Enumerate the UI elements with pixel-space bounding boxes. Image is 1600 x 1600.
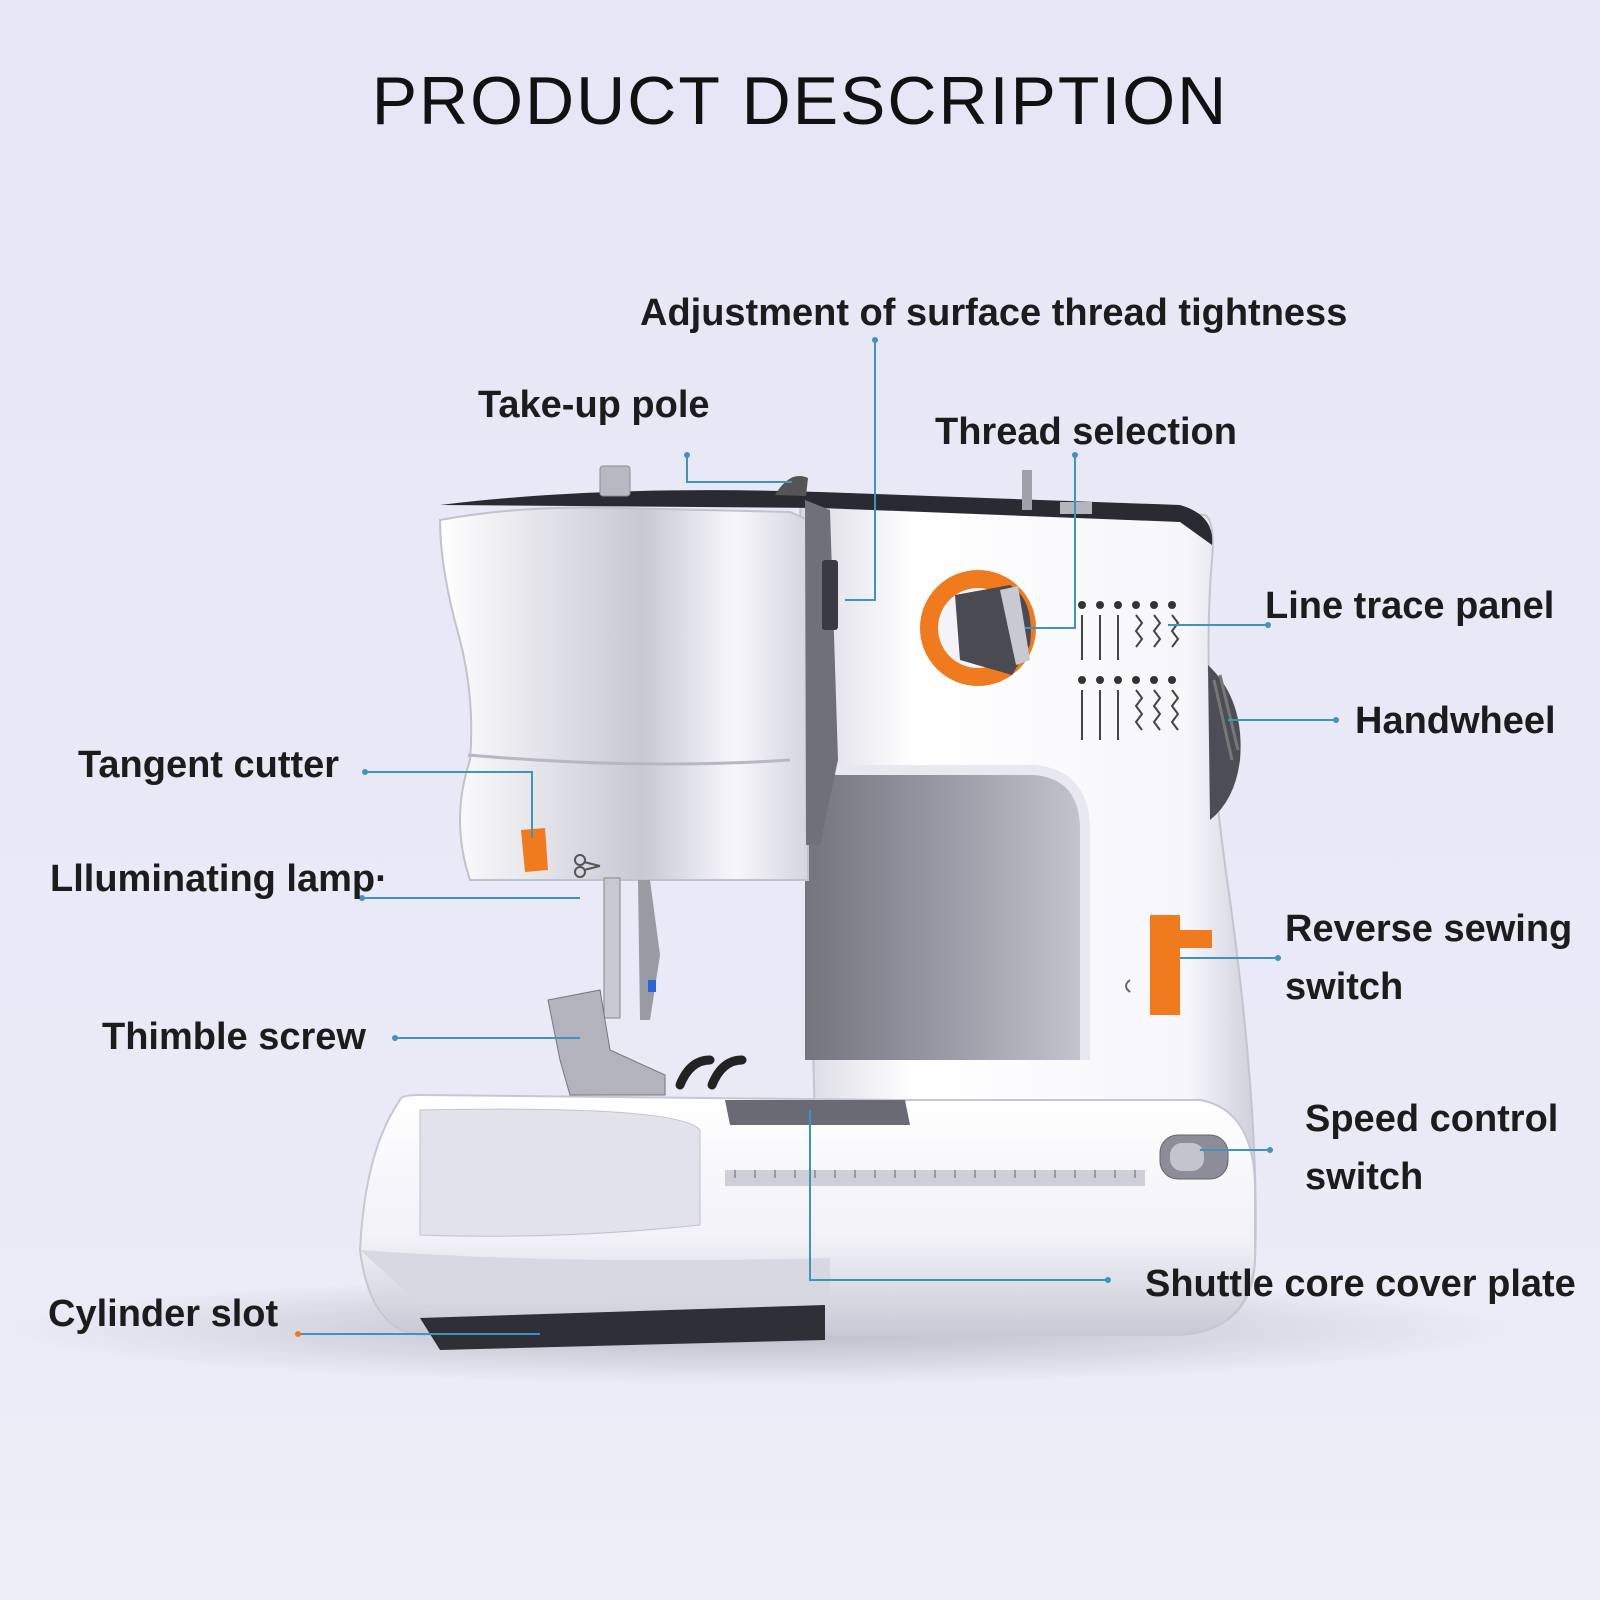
label-speed-control-line2: switch xyxy=(1305,1156,1424,1198)
label-speed-control-switch: Speed control switch xyxy=(1305,1090,1558,1206)
spool-pin-right xyxy=(1022,470,1032,510)
label-adjustment-thread-tightness: Adjustment of surface thread tightness xyxy=(640,292,1348,334)
scissors-icon xyxy=(574,854,601,878)
label-shuttle-core-cover-plate: Shuttle core cover plate xyxy=(1145,1263,1576,1305)
label-speed-control-line1: Speed control xyxy=(1305,1098,1559,1140)
page-title: PRODUCT DESCRIPTION xyxy=(371,63,1229,139)
presser-foot-icon xyxy=(547,989,666,1096)
label-handwheel: Handwheel xyxy=(1355,700,1556,742)
leader-lines xyxy=(298,340,1336,1335)
label-take-up-pole: Take-up pole xyxy=(478,384,710,426)
label-reverse-sewing-line1: Reverse sewing xyxy=(1285,908,1573,950)
arm-opening xyxy=(805,770,1085,1060)
label-reverse-sewing-switch: Reverse sewing switch xyxy=(1285,900,1572,1016)
reverse-lever xyxy=(1150,915,1212,1015)
handwheel-part xyxy=(1208,665,1241,820)
cutter-lever xyxy=(521,828,548,872)
label-cylinder-slot: Cylinder slot xyxy=(48,1293,279,1335)
needle-icon xyxy=(638,880,660,1020)
label-thimble-screw: Thimble screw xyxy=(102,1016,366,1058)
label-tangent-cutter: Tangent cutter xyxy=(78,744,340,786)
machine-head xyxy=(438,506,809,881)
needle-bar xyxy=(603,877,621,1019)
stitch-pattern-panel xyxy=(1078,601,1176,684)
label-line-trace-panel: Line trace panel xyxy=(1265,585,1555,627)
top-cover xyxy=(440,490,1213,545)
label-thread-selection: Thread selection xyxy=(935,411,1237,453)
cylinder-slot-part xyxy=(420,1305,825,1350)
shuttle-plate xyxy=(725,1100,910,1125)
spool-pin xyxy=(599,465,631,497)
label-reverse-sewing-line2: switch xyxy=(1285,966,1404,1008)
label-illuminating-lamp: Llluminating lamp· xyxy=(50,858,388,900)
